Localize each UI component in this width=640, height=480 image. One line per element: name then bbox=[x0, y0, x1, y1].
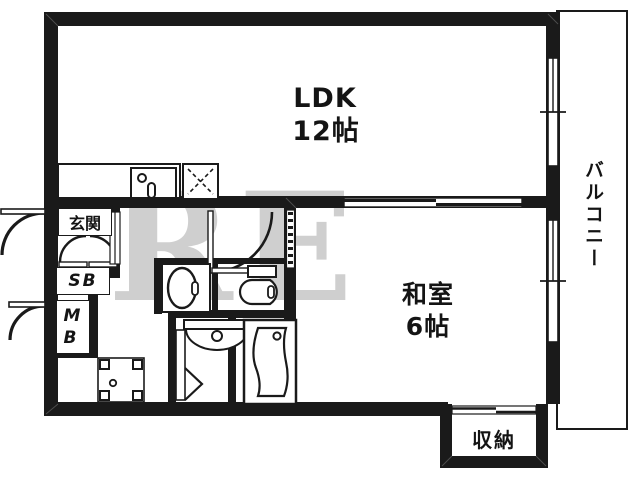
label-washitsu-size: 6帖 bbox=[405, 312, 451, 341]
kitchen-counter bbox=[57, 163, 181, 199]
toilet bbox=[238, 265, 278, 306]
wall-kitchen-hall bbox=[44, 196, 284, 208]
washing-machine-pan bbox=[161, 263, 211, 313]
wall-laundry-left bbox=[154, 258, 162, 314]
balcony-outline-bottom bbox=[556, 428, 628, 430]
balcony-outline-top bbox=[556, 10, 628, 12]
wall-left-entry bbox=[44, 196, 58, 416]
wall-bath-inner-div bbox=[228, 318, 236, 404]
entrance-inner-double-doors bbox=[58, 234, 118, 268]
wall-left-upper bbox=[44, 12, 58, 202]
wall-right bbox=[546, 12, 560, 404]
stove-cooktop bbox=[182, 163, 219, 200]
wall-mb-right bbox=[88, 278, 98, 356]
balcony-outline-right bbox=[626, 10, 628, 430]
wall-storage-left bbox=[440, 404, 452, 468]
label-storage: 収納 bbox=[472, 428, 516, 452]
wall-wc-right bbox=[288, 258, 296, 314]
wall-bath-left bbox=[168, 310, 176, 404]
storage-outline-right bbox=[556, 404, 558, 430]
wall-bath-top bbox=[160, 258, 296, 264]
entrance-door bbox=[0, 208, 46, 256]
label-balcony: バルコニー bbox=[582, 160, 604, 270]
storage-sliding-doors bbox=[451, 405, 537, 415]
label-washitsu-name: 和室 bbox=[401, 280, 454, 309]
label-ldk-name: LDK bbox=[293, 83, 357, 114]
wall-storage-bottom bbox=[440, 456, 548, 468]
meterbox-door bbox=[8, 301, 46, 341]
wall-wc-divider bbox=[212, 258, 218, 314]
washbasin-vanity bbox=[183, 319, 251, 351]
kitchen-sink bbox=[130, 167, 177, 199]
wall-top bbox=[44, 12, 560, 26]
label-meter-box: M B bbox=[56, 300, 90, 354]
wall-bottom bbox=[44, 402, 448, 416]
label-meter-box-text: M B bbox=[63, 306, 83, 348]
label-shoe-box: SB bbox=[56, 267, 110, 295]
label-ldk-size: 12帖 bbox=[292, 116, 360, 147]
wall-storage-right bbox=[536, 404, 548, 468]
label-entrance: 玄関 bbox=[58, 208, 112, 236]
bathroom-folding-door bbox=[175, 329, 204, 401]
wall-bath-mid bbox=[168, 310, 296, 318]
wall-ldk-washitsu bbox=[284, 196, 560, 208]
washing-machine bbox=[97, 357, 145, 403]
